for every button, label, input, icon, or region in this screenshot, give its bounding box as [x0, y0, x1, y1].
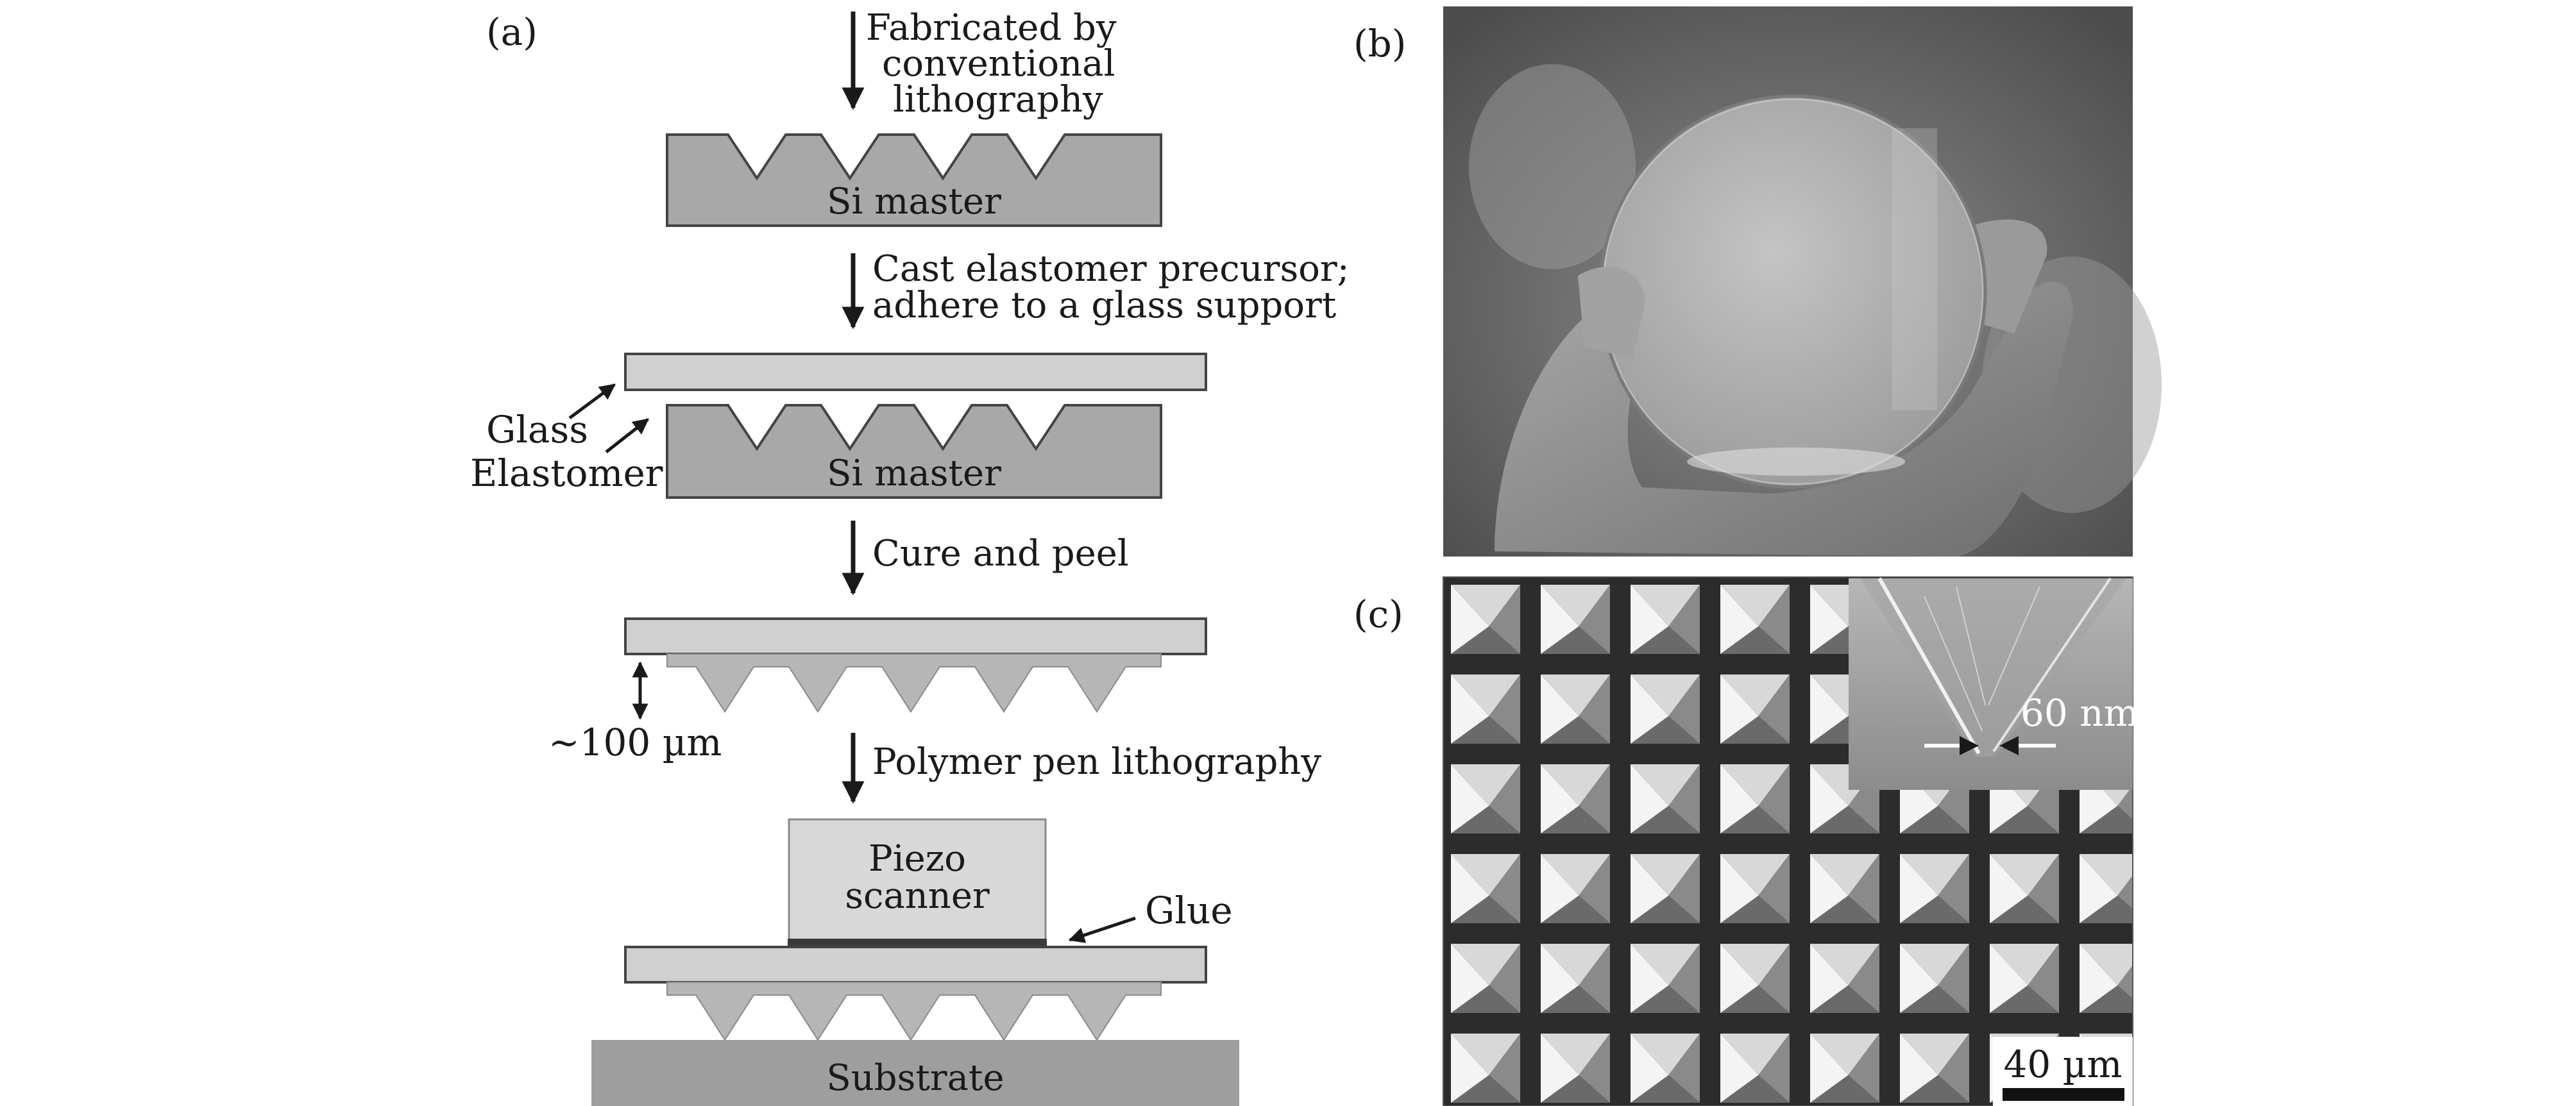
- substrate-label: Substrate: [826, 1057, 1004, 1099]
- scale-bar: [2003, 1088, 2124, 1101]
- wafer-photo: [1443, 6, 2162, 557]
- piezo-label-line1: Piezo: [869, 838, 966, 880]
- pyramid-array-sem: [1443, 577, 2133, 1106]
- tip-inset: [1849, 577, 2133, 790]
- inset-scale-label: 60 nm: [2021, 691, 2139, 735]
- elastomer-pens-3: [666, 653, 1162, 713]
- glass-pointer-arrow: [568, 383, 616, 420]
- step2-line1: Cast elastomer precursor;: [872, 248, 1350, 290]
- glass-slab-4: [624, 946, 1207, 984]
- piezo-label-line2: scanner: [845, 875, 990, 917]
- glue-layer: [788, 939, 1047, 947]
- step1-line3: lithography: [893, 79, 1103, 121]
- sem-frame: [1443, 576, 2133, 1106]
- thickness-label: ~100 µm: [548, 721, 722, 764]
- panel-label-a: (a): [486, 10, 538, 54]
- substrate-block: [591, 1040, 1239, 1106]
- si-master-label-1: Si master: [827, 181, 1001, 222]
- panel-label-b: (b): [1353, 22, 1406, 65]
- glue-pointer-arrow: [1068, 916, 1136, 943]
- si-master-label-2: Si master: [827, 453, 1001, 494]
- glue-label: Glue: [1145, 889, 1233, 932]
- step1-line1: Fabricated by: [866, 7, 1117, 49]
- step3-text: Cure and peel: [872, 533, 1129, 574]
- glass-slab-2: [624, 353, 1207, 391]
- elastomer-label: Elastomer: [470, 451, 663, 495]
- si-master-block-1: [666, 133, 1162, 227]
- step2-line2: adhere to a glass support: [872, 285, 1337, 326]
- elastomer-pens-4: [666, 982, 1162, 1041]
- step4-text: Polymer pen lithography: [872, 741, 1321, 783]
- glass-slab-3: [624, 617, 1207, 655]
- si-master-block-2: [666, 404, 1162, 499]
- scale-bar-label: 40 µm: [2004, 1043, 2123, 1086]
- elastomer-pointer-arrow: [605, 418, 649, 453]
- step1-line2: conventional: [882, 43, 1115, 85]
- panel-label-c: (c): [1353, 592, 1403, 636]
